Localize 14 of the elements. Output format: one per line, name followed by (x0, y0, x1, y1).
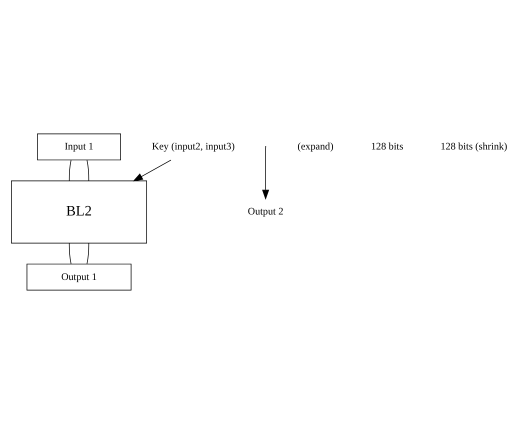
connector (86, 242, 90, 264)
label: (expand) (298, 141, 334, 152)
node-box: Input 1 (37, 133, 121, 160)
node-box: BL2 (11, 180, 147, 243)
connector (68, 159, 72, 181)
node-text: Output 2 (248, 206, 284, 218)
node-box: Output 1 (26, 263, 132, 290)
label: 128 bits (shrink) (440, 141, 508, 152)
connector (86, 159, 90, 181)
arrow (132, 159, 172, 181)
node-text: Key (input2, input3) (152, 141, 235, 152)
label: 128 bits (370, 141, 404, 152)
connector (68, 242, 72, 264)
arrow (262, 146, 270, 200)
